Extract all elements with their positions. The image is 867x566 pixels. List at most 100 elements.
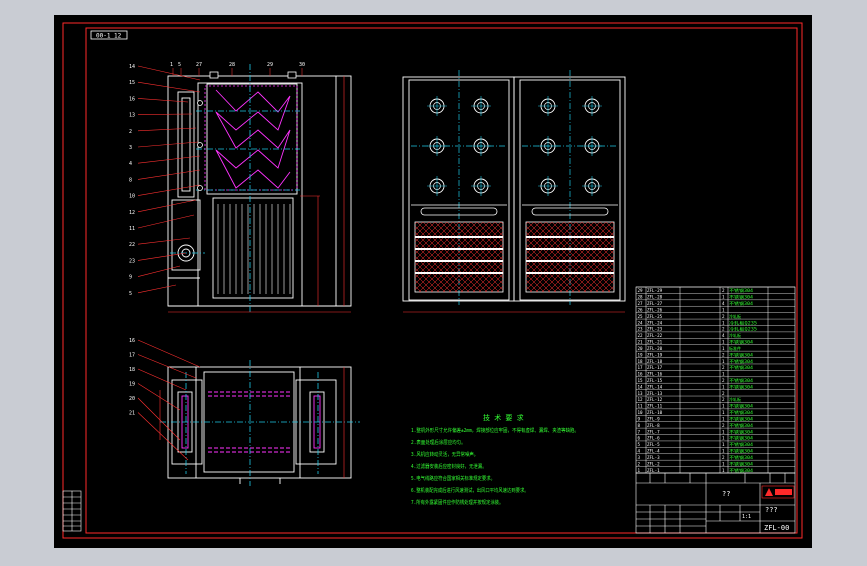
leader-line xyxy=(137,199,197,213)
bom-qty: 2 xyxy=(722,352,725,357)
company-logo xyxy=(761,485,795,499)
leader-line xyxy=(137,81,201,93)
balloon-label: 17 xyxy=(129,353,135,359)
bom-material: 不锈钢304 xyxy=(729,377,754,384)
left-margin-table xyxy=(62,490,82,532)
fan-unit xyxy=(538,96,558,116)
filter-bar xyxy=(526,260,614,262)
balloon-label: 20 xyxy=(129,396,135,402)
bom-part-code: ZFL-1 xyxy=(647,468,660,473)
bom-qty: 2 xyxy=(722,378,725,383)
fan-unit xyxy=(471,176,491,196)
bom-qty: 1 xyxy=(722,468,725,473)
drawing-sheet xyxy=(54,15,812,548)
bom-material: 不锈钢304 xyxy=(729,422,754,429)
leader-line xyxy=(137,265,181,277)
filter-bar xyxy=(415,272,503,274)
technical-notes: 技 术 要 求 1.整机外形尺寸允许偏差±2mm，焊接部位应牢固，不得有虚焊、漏… xyxy=(411,413,579,506)
vent-slot xyxy=(420,207,498,216)
leader-line xyxy=(137,214,195,229)
leader-line xyxy=(137,127,197,132)
filter-bar xyxy=(526,272,614,274)
bom-qty: 1 xyxy=(722,295,725,300)
balloon-label: 4 xyxy=(129,161,132,167)
bom-part-code: ZFL-25 xyxy=(647,314,663,319)
bom-part-code: ZFL-2 xyxy=(647,461,660,466)
balloon-label: 21 xyxy=(129,411,135,417)
side-view xyxy=(402,70,626,313)
balloon-label: 18 xyxy=(129,367,135,373)
bom-qty: 2 xyxy=(722,423,725,428)
bom-material: 不锈钢304 xyxy=(729,358,754,365)
bom-qty: 2 xyxy=(722,314,725,319)
leader-line xyxy=(137,184,201,196)
leader-line xyxy=(137,65,201,81)
bom-qty: 1 xyxy=(722,461,725,466)
balloon-label: 12 xyxy=(129,210,135,216)
bom-item-no: 12 xyxy=(638,397,644,402)
balloon-label: 15 xyxy=(129,80,135,86)
bom-qty: 2 xyxy=(722,288,725,293)
leader-line xyxy=(137,412,189,461)
bom-item-no: 22 xyxy=(638,333,644,338)
bom-material: 不锈钢304 xyxy=(729,364,754,371)
fan-unit xyxy=(427,96,447,116)
bom-item-no: 10 xyxy=(638,410,644,415)
title-block xyxy=(635,472,796,534)
bom-material: 不锈钢304 xyxy=(729,467,754,474)
bom-item-no: 5 xyxy=(638,442,641,447)
bom-qty: 2 xyxy=(722,365,725,370)
bom-material: 不锈钢304 xyxy=(729,383,754,390)
bom-qty: 1 xyxy=(722,449,725,454)
inner-frame xyxy=(85,27,798,534)
bom-qty: 1 xyxy=(722,410,725,415)
drawing-code-text: 00-1 12 xyxy=(96,33,122,40)
bom-item-no: 18 xyxy=(638,359,644,364)
bom-item-no: 19 xyxy=(638,352,644,357)
bom-item-no: 11 xyxy=(638,404,644,409)
bom-item-no: 14 xyxy=(638,384,644,389)
bom-material: 不锈钢304 xyxy=(729,448,754,455)
filter-bar xyxy=(415,236,503,238)
title-marks-2: ??? xyxy=(765,506,778,514)
notes-heading: 技 术 要 求 xyxy=(483,413,524,422)
bom-material: 不锈钢304 xyxy=(729,409,754,416)
bom-material: 不锈钢304 xyxy=(729,287,754,294)
fan-unit xyxy=(538,176,558,196)
leader-line xyxy=(137,237,191,245)
bom-material: 不锈钢304 xyxy=(729,351,754,358)
note-line: 3.风机应转动灵活，无异常噪声。 xyxy=(411,450,478,458)
bom-qty: 2 xyxy=(722,391,725,396)
bom-material: 不锈钢304 xyxy=(729,435,754,442)
bom-qty: 2 xyxy=(722,397,725,402)
bom-item-no: 8 xyxy=(638,423,641,428)
note-line: 4.过滤器安装后应密封良好，无泄漏。 xyxy=(411,462,487,470)
bom-qty: 4 xyxy=(722,301,725,306)
bom-item-no: 24 xyxy=(638,320,644,325)
bom-qty: 1 xyxy=(722,346,725,351)
bom-part-code: ZFL-10 xyxy=(647,410,663,415)
bom-material: 冷轧板 xyxy=(729,396,742,403)
top-dimension-label: 1 xyxy=(170,62,173,68)
bom-item-no: 9 xyxy=(638,416,641,421)
fan-unit xyxy=(582,176,602,196)
scale-label: 1:1 xyxy=(742,514,751,520)
bom-part-code: ZFL-26 xyxy=(647,307,663,312)
bom-part-code: ZFL-6 xyxy=(647,436,660,441)
bom-part-code: ZFL-16 xyxy=(647,372,663,377)
bom-item-no: 6 xyxy=(638,436,641,441)
balloon-label: 19 xyxy=(129,382,135,388)
balloon-label: 3 xyxy=(129,145,132,151)
bom-item-no: 28 xyxy=(638,295,644,300)
leader-line xyxy=(137,368,187,391)
leader-line xyxy=(137,383,181,411)
drawing-code-box xyxy=(90,30,128,40)
bom-item-no: 7 xyxy=(638,429,641,434)
bom-material: 标准件 xyxy=(729,345,741,352)
bom-item-no: 15 xyxy=(638,378,644,383)
fan-unit xyxy=(582,96,602,116)
bom-qty: 1 xyxy=(722,320,725,325)
